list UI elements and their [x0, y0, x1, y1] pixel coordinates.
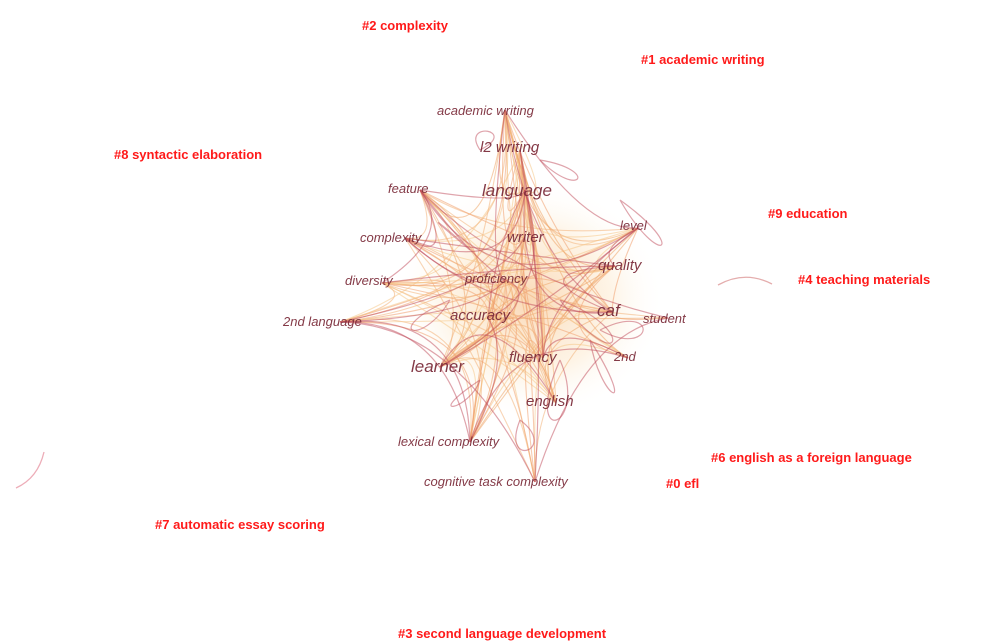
- keyword-level: level: [620, 218, 647, 233]
- network-link: [419, 189, 669, 319]
- network-link: [381, 279, 506, 299]
- keyword-cognitive-task-complexity: cognitive task complexity: [424, 474, 568, 489]
- network-link: [611, 227, 639, 313]
- keyword-accuracy: accuracy: [450, 307, 511, 324]
- network-link: [439, 334, 557, 404]
- keyword-l2-writing: l2 writing: [480, 139, 540, 156]
- network-link: [523, 189, 613, 314]
- network-link: [339, 321, 536, 483]
- network-link: [339, 237, 525, 323]
- network-link: [439, 237, 525, 368]
- keyword-caf: caf: [597, 301, 620, 320]
- network-link: [469, 317, 499, 443]
- network-link: [504, 109, 537, 194]
- keyword-writer: writer: [507, 229, 544, 246]
- outlier-arc-left: [15, 451, 45, 489]
- network-link: [439, 305, 613, 368]
- network-link-loop: [450, 379, 481, 407]
- network-link-loop: [559, 299, 614, 344]
- network-link: [563, 265, 616, 313]
- network-link: [469, 227, 639, 443]
- keyword-language: language: [482, 181, 552, 200]
- network-link-loop: [437, 222, 471, 251]
- network-link: [339, 320, 471, 443]
- network-link-loop: [475, 130, 495, 151]
- cluster-label-3-second-language-development: #3 second language development: [398, 626, 607, 641]
- network-link: [404, 237, 557, 404]
- network-link: [339, 311, 494, 323]
- cluster-label-4-teaching-materials: #4 teaching materials: [798, 272, 931, 287]
- network-link: [419, 109, 506, 218]
- network-link: [524, 340, 544, 483]
- network-link-loop: [589, 339, 616, 394]
- network-link: [339, 321, 471, 443]
- cluster-label-8-syntactic-elaboration: #8 syntactic elaboration: [114, 147, 263, 162]
- network-link: [494, 109, 506, 281]
- network-link: [404, 237, 616, 267]
- network-link: [504, 109, 557, 404]
- keyword-fluency: fluency: [509, 349, 557, 366]
- network-link: [534, 317, 669, 483]
- network-link-loop: [539, 159, 579, 181]
- network-link: [381, 265, 616, 284]
- network-link: [504, 109, 613, 313]
- network-link: [542, 227, 639, 359]
- keyword-student: student: [643, 311, 686, 326]
- keyword-quality: quality: [598, 257, 642, 274]
- network-link: [404, 189, 526, 253]
- network-link: [469, 279, 506, 443]
- network-link: [578, 265, 629, 359]
- network-link-loop: [619, 199, 663, 246]
- network-link: [504, 109, 613, 313]
- cluster-label-7-automatic-essay-scoring: #7 automatic essay scoring: [155, 517, 325, 532]
- keyword-2nd-language: 2nd language: [283, 314, 362, 329]
- network-link: [469, 314, 517, 443]
- network-link: [381, 227, 639, 284]
- keyword-feature: feature: [388, 181, 429, 196]
- network-link: [504, 109, 639, 229]
- cluster-label-9-education: #9 education: [768, 206, 848, 221]
- network-link: [404, 237, 482, 443]
- network-link: [439, 279, 520, 368]
- network-link: [519, 149, 540, 483]
- keyword-complexity: complexity: [360, 230, 422, 245]
- keyword-proficiency: proficiency: [465, 271, 528, 286]
- network-link: [404, 189, 437, 248]
- network-link: [542, 337, 629, 359]
- network-link: [487, 317, 669, 320]
- keyword-english: english: [526, 393, 574, 410]
- outlier-arc-right: [717, 276, 773, 286]
- cluster-label-0-efl: #0 efl: [666, 476, 700, 491]
- keyword-2nd: 2nd: [614, 349, 636, 364]
- network-link: [419, 189, 616, 272]
- network-link: [339, 149, 521, 323]
- network-link: [339, 321, 474, 443]
- network-link: [419, 189, 639, 266]
- cluster-label-2-complexity: #2 complexity: [362, 18, 448, 33]
- cluster-label-6-english-as-a-foreign-language: #6 english as a foreign language: [711, 450, 912, 465]
- network-link: [404, 189, 526, 242]
- network-link-loop: [515, 419, 535, 451]
- keyword-lexical-complexity: lexical complexity: [398, 434, 500, 449]
- network-link: [504, 109, 528, 227]
- network-link: [439, 324, 544, 368]
- network-link: [469, 348, 629, 443]
- network-link: [595, 310, 669, 319]
- network-link-loop: [410, 299, 451, 332]
- network-link: [504, 109, 613, 313]
- keyword-learner: learner: [411, 357, 464, 376]
- network-link: [339, 279, 506, 323]
- network-link-loop: [546, 359, 569, 421]
- cluster-label-1-academic-writing: #1 academic writing: [641, 52, 765, 67]
- keyword-diversity: diversity: [345, 273, 393, 288]
- keyword-academic-writing: academic writing: [437, 103, 534, 118]
- network-link-loop: [599, 320, 644, 340]
- network-link: [419, 189, 544, 359]
- network-link: [404, 237, 506, 284]
- network-link: [504, 279, 544, 359]
- network-link: [487, 189, 526, 319]
- network-link: [487, 189, 535, 319]
